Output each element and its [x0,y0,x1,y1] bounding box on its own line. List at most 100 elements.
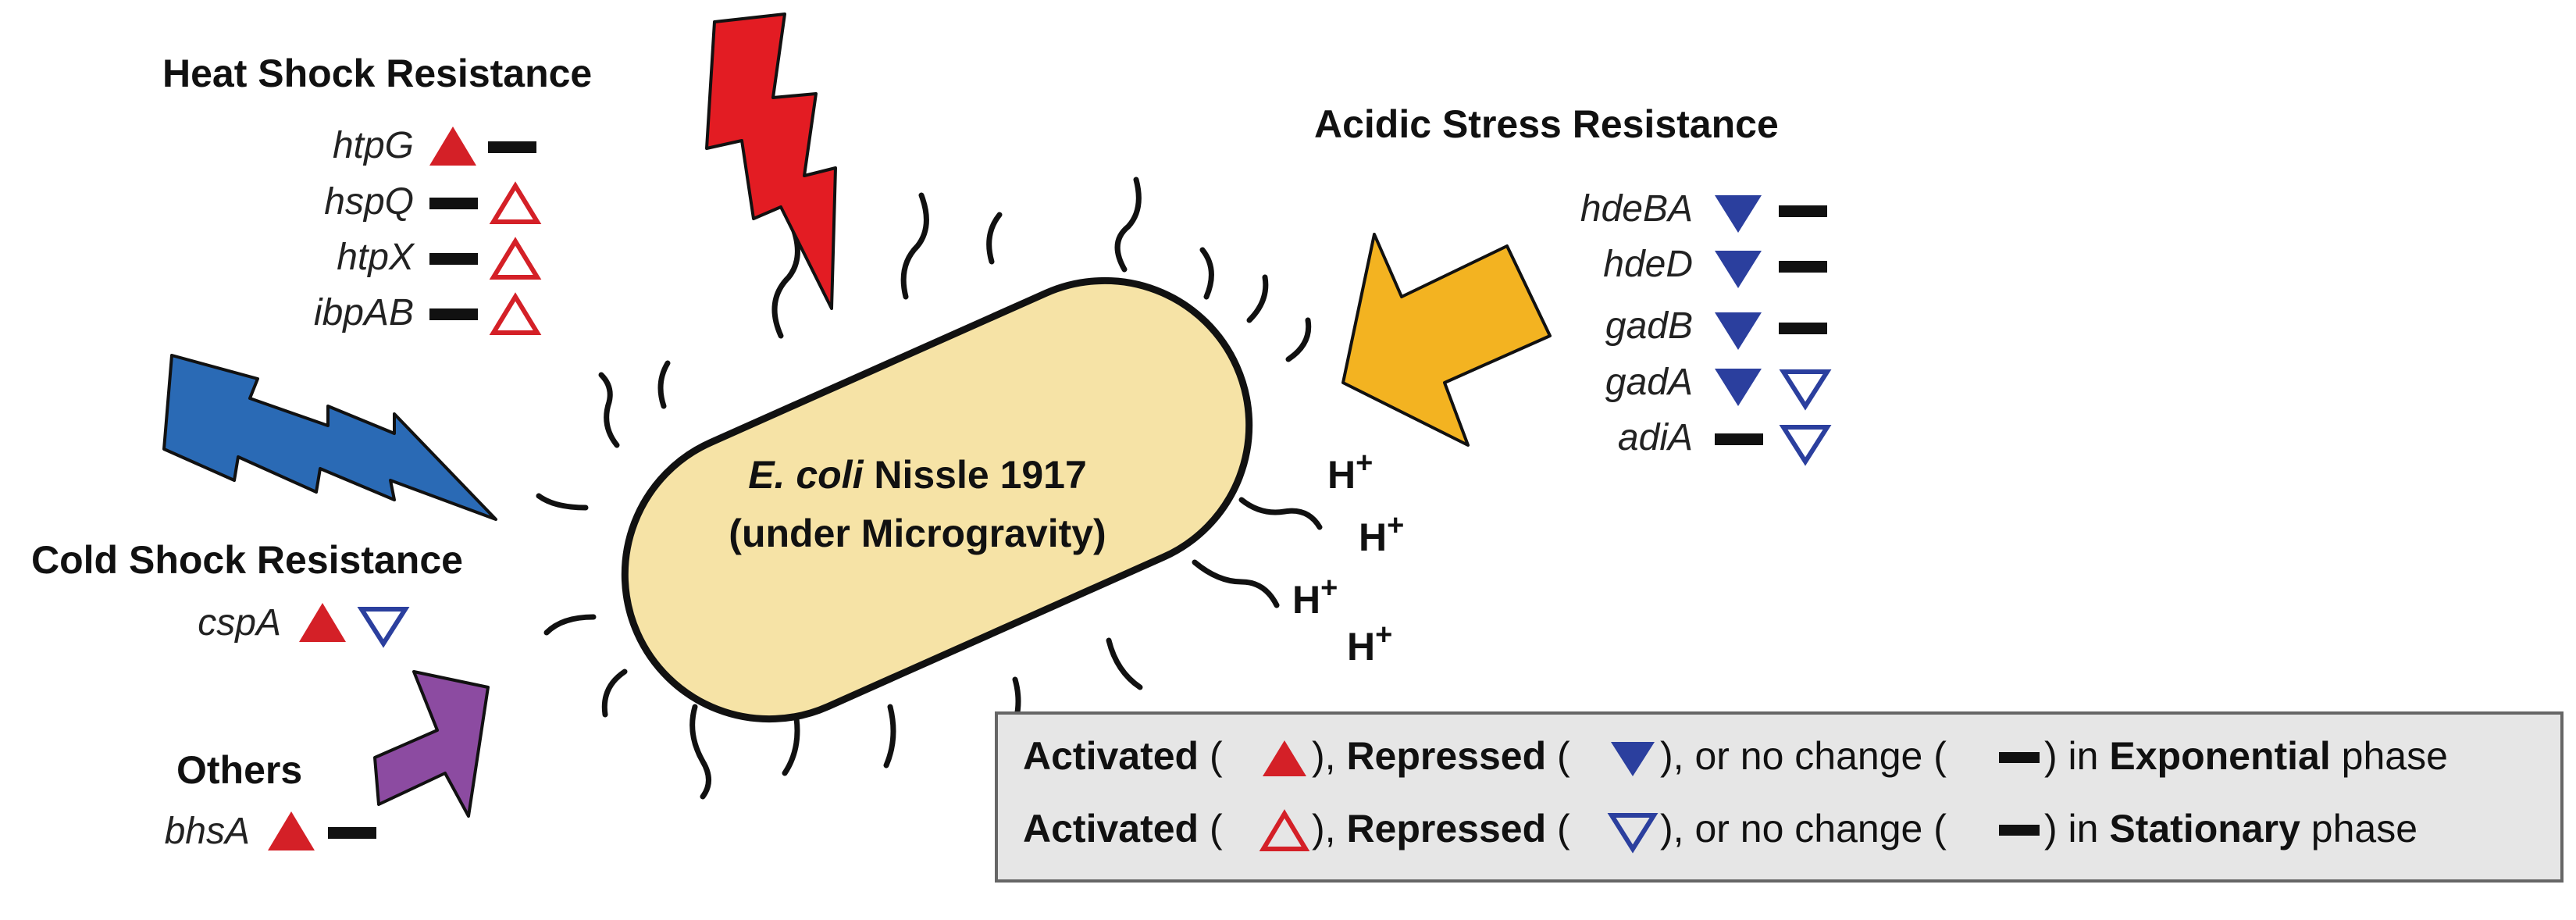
legend-background [995,711,2564,883]
gene-label: hdeBA [1580,188,1693,230]
protons: H+ H+ H+ H+ [1292,447,1404,669]
gene-label: htpX [337,237,415,278]
legend-row-exponential-part2: ), Repressed ( [1312,734,1570,778]
cell-body [621,276,1253,723]
cell-label-line1: E. coli Nissle 1917 [748,453,1087,497]
pilus [1192,559,1280,608]
gene-label: ibpAB [314,292,414,333]
proton-label: H+ [1359,509,1404,559]
legend-row-exponential-part3: ), or no change ( [1660,734,1947,778]
acid-arrow-icon [1341,233,1552,447]
acidic-stress-group: Acidic Stress Resistance hdeBA hdeD gadB… [1314,102,1832,466]
legend-row-exponential-part1: Activated ( [1023,734,1223,778]
pilus [1106,637,1143,690]
activated-stationary-icon [489,181,542,224]
gene-label: cspA [198,602,281,644]
gene-row: hdeD [1603,244,1827,288]
pilus [601,669,628,718]
legend-activated-filled-icon [1263,740,1306,776]
pilus [900,192,929,300]
legend-row-stationary-part2: ), Repressed ( [1312,807,1570,850]
repressed-exponential-icon [1715,369,1762,406]
others-title: Others [176,748,302,792]
legend-repressed-open-icon [1607,813,1659,854]
cell-label-line2: (under Microgravity) [729,512,1106,555]
gene-label: hdeD [1603,244,1693,285]
proton-label: H+ [1292,572,1338,622]
cold-shock-title: Cold Shock Resistance [31,538,463,582]
legend-no-change-icon [1999,825,2040,836]
gene-label: adiA [1618,417,1693,458]
pilus [1238,497,1323,530]
activated-stationary-icon [489,237,542,280]
gene-label: bhsA [165,811,250,852]
no-change-stationary-icon [1779,205,1827,217]
no-change-stationary-icon [328,827,376,839]
cell-pili [536,177,1323,800]
repressed-exponential-icon [1715,312,1762,350]
legend-row-stationary-part4: ) in Stationary phase [2044,807,2417,850]
pilus [543,614,597,636]
pilus [598,372,620,448]
gene-label: hspQ [324,181,414,223]
proton-label: H+ [1327,447,1373,497]
cold-bolt-icon [162,354,497,521]
legend-activated-open-icon [1259,809,1310,851]
pilus [782,715,800,776]
acidic-stress-title: Acidic Stress Resistance [1314,102,1779,146]
heat-shock-title: Heat Shock Resistance [162,52,592,95]
no-change-exponential-icon [429,253,478,265]
no-change-exponential-icon [429,198,478,209]
activated-exponential-icon [299,603,346,642]
no-change-stationary-icon [1779,323,1827,334]
legend-row-stationary-part3: ), or no change ( [1660,807,1947,850]
gene-row: bhsA [165,811,376,852]
gene-row: htpG [333,125,536,166]
gene-row: ibpAB [314,292,542,335]
pilus [771,223,800,339]
no-change-exponential-icon [1715,433,1763,445]
legend-row-stationary-part1: Activated ( [1023,807,1223,850]
gene-label: gadB [1605,305,1693,347]
gene-label: gadA [1605,362,1693,403]
bacterium-cell [621,276,1253,723]
repressed-exponential-icon [1715,251,1762,288]
gene-label: htpG [333,125,414,166]
gene-row: gadA [1605,362,1832,411]
activated-stationary-icon [489,292,542,335]
activated-exponential-icon [268,811,315,850]
pilus [1285,317,1312,362]
pilus [1114,177,1142,273]
activated-exponential-icon [429,127,476,166]
heat-shock-group: Heat Shock Resistance htpG hspQ htpX ibp… [162,52,592,335]
no-change-exponential-icon [429,308,478,320]
gene-row: hspQ [324,181,542,224]
pilus [986,212,1003,265]
no-change-stationary-icon [488,141,536,153]
pilus [689,704,711,800]
repressed-exponential-icon [1715,195,1762,233]
gene-row: htpX [337,237,542,280]
heat-bolt-icon [705,12,837,310]
cold-shock-group: Cold Shock Resistance cspA [31,538,463,648]
gene-row: cspA [198,602,410,648]
legend-box: Activated ( ), Repressed ( ), or no chan… [995,711,2564,883]
pilus [657,360,671,409]
pilus [883,704,896,768]
gene-row: gadB [1605,305,1827,350]
pilus [1199,247,1214,300]
pilus [536,493,589,511]
repressed-stationary-icon [1779,369,1832,411]
gene-row: adiA [1618,417,1832,466]
no-change-stationary-icon [1779,261,1827,273]
legend-no-change-icon [1999,752,2040,763]
others-arrow-icon [373,670,490,818]
legend-row-exponential-part4: ) in Exponential phase [2044,734,2448,778]
repressed-stationary-icon [1779,425,1832,466]
gene-row: hdeBA [1580,188,1827,233]
pilus [1246,274,1269,323]
legend-repressed-filled-icon [1611,742,1655,776]
proton-label: H+ [1347,619,1392,669]
repressed-stationary-icon [357,607,410,648]
